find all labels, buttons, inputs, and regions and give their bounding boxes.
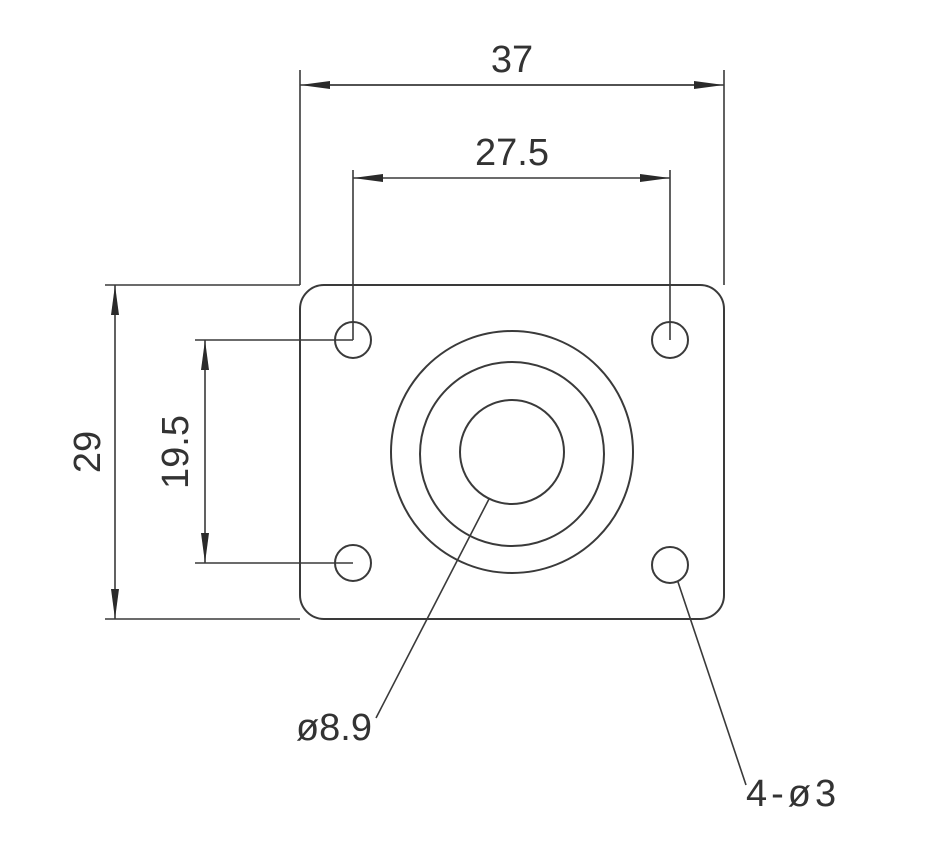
dimension-label-29: 29 [67,431,109,473]
callout-label-mounting-holes: 4-ø3 [746,773,840,815]
dimension-overall-height: 29 [67,284,300,620]
dimension-overall-width: 37 [299,39,725,285]
callout-center-bore: ø8.9 [296,498,490,749]
dimension-hole-spacing-vertical: 19.5 [155,339,353,564]
plate-outline [299,284,725,620]
dimension-label-19-5: 19.5 [155,415,197,489]
dimension-hole-spacing-horizontal: 27.5 [352,132,671,340]
dimension-label-37: 37 [491,39,533,81]
center-bore [459,399,565,505]
mounting-hole-bottom-right [651,546,689,584]
middle-ring [419,361,605,547]
dimension-label-27-5: 27.5 [475,132,549,174]
callout-mounting-holes: 4-ø3 [677,581,840,815]
outer-ring [390,330,634,574]
callout-label-center-bore: ø8.9 [296,707,372,749]
